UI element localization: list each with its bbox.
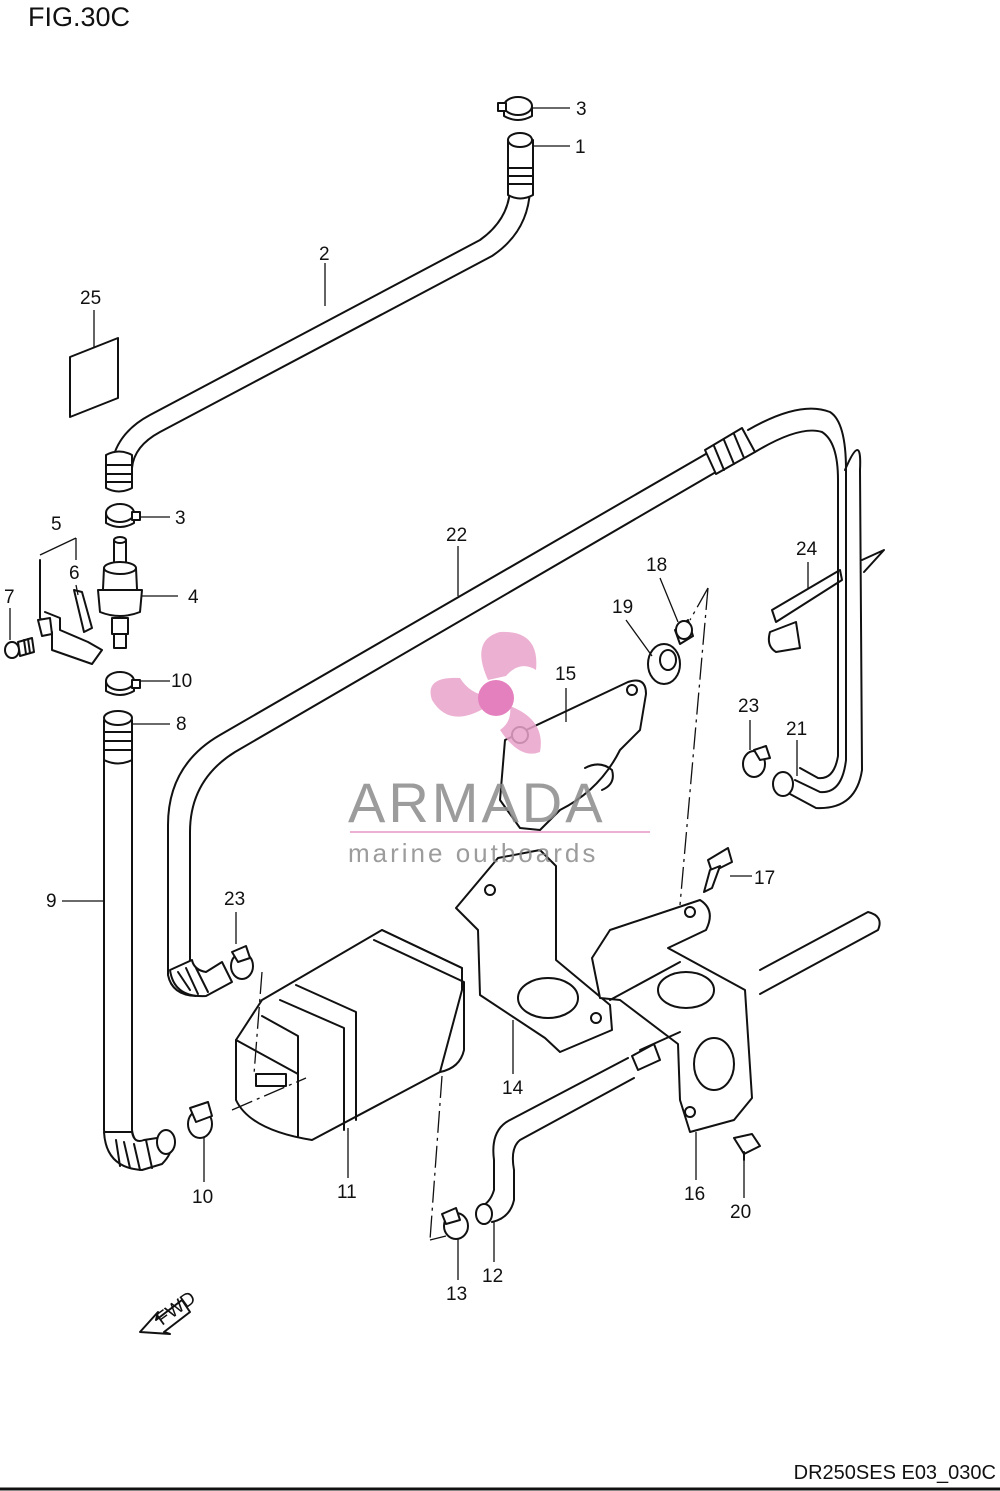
watermark-name: ARMADA xyxy=(348,771,606,834)
hose-12 xyxy=(475,1057,635,1262)
callout-12: 12 xyxy=(482,1266,503,1287)
figure-title: FIG.30C xyxy=(28,2,131,32)
caution-label-25 xyxy=(69,310,119,418)
hose-21 xyxy=(747,407,863,810)
callout-22: 22 xyxy=(446,525,467,546)
watermark-tagline: marine outboards xyxy=(348,838,598,868)
hose-clamp-10-upper xyxy=(105,671,170,696)
propeller-logo-icon xyxy=(430,631,541,754)
hose-22 xyxy=(167,439,741,997)
hose-22-ribbed-end xyxy=(704,427,756,475)
callout-5: 5 xyxy=(51,514,62,535)
screw-7 xyxy=(4,608,35,659)
callout-8: 8 xyxy=(176,714,187,735)
callout-17: 17 xyxy=(754,868,775,889)
callout-23-left: 23 xyxy=(224,889,245,910)
watermark: ARMADA marine outboards xyxy=(348,631,650,868)
bracket-16 xyxy=(591,899,753,1180)
assembly-lines xyxy=(231,587,709,1241)
callout-7: 7 xyxy=(4,587,15,608)
callout-18: 18 xyxy=(646,555,667,576)
callout-20: 20 xyxy=(730,1202,751,1223)
hose-22-elbow xyxy=(169,959,233,998)
callout-24: 24 xyxy=(796,539,818,560)
callout-1: 1 xyxy=(575,137,586,158)
callout-21: 21 xyxy=(786,719,807,740)
callout-6: 6 xyxy=(69,563,80,584)
callout-3-mid: 3 xyxy=(175,508,186,529)
callout-19: 19 xyxy=(612,597,633,618)
fuel-filter-4 xyxy=(97,536,178,649)
callout-labels: 1 2 3 3 4 5 6 7 8 9 10 10 11 12 13 14 15… xyxy=(4,99,818,1305)
hose-fitting-1 xyxy=(507,132,570,200)
hose-clamp-23-right xyxy=(742,720,771,778)
callout-25: 25 xyxy=(80,288,101,309)
callout-2: 2 xyxy=(319,244,330,265)
hose-clamp-3-mid xyxy=(105,503,170,528)
callout-4: 4 xyxy=(188,587,199,608)
hose-fitting-8 xyxy=(103,710,170,765)
callout-3-top: 3 xyxy=(576,99,587,120)
hose-clip-24 xyxy=(767,562,843,653)
collar-18 xyxy=(659,577,694,645)
hose-clamp-3-top xyxy=(497,96,570,121)
bracket-14 xyxy=(455,849,613,1074)
hose-clamp-13 xyxy=(441,1207,469,1280)
callout-10-upper: 10 xyxy=(171,671,192,692)
fwd-arrow-icon: FWD xyxy=(139,1288,200,1335)
callout-16: 16 xyxy=(684,1184,705,1205)
grommet-19 xyxy=(625,619,681,685)
figure-code: DR250SES E03_030C xyxy=(793,1462,996,1484)
bolt-20 xyxy=(733,1133,761,1198)
hose-stub-right xyxy=(861,549,885,573)
callout-15: 15 xyxy=(555,664,576,685)
hose-2 xyxy=(111,189,531,469)
callout-13: 13 xyxy=(446,1284,467,1305)
callout-23-right: 23 xyxy=(738,696,759,717)
hose-clamp-10-lower xyxy=(187,1101,213,1182)
hose-2-end xyxy=(105,450,133,493)
callout-11: 11 xyxy=(337,1182,357,1203)
hose-9-elbow xyxy=(103,1129,176,1171)
filter-bracket-5 xyxy=(37,537,103,665)
filter-cushion-6 xyxy=(73,584,93,633)
hose-clamp-23-left xyxy=(230,912,254,980)
bolt-17 xyxy=(703,847,752,893)
callout-14: 14 xyxy=(502,1078,524,1099)
vent-pipe xyxy=(609,911,881,1071)
hose-9 xyxy=(62,744,151,1167)
callout-10-lower: 10 xyxy=(192,1187,213,1208)
callout-9: 9 xyxy=(46,891,57,912)
canister-11 xyxy=(235,929,465,1178)
